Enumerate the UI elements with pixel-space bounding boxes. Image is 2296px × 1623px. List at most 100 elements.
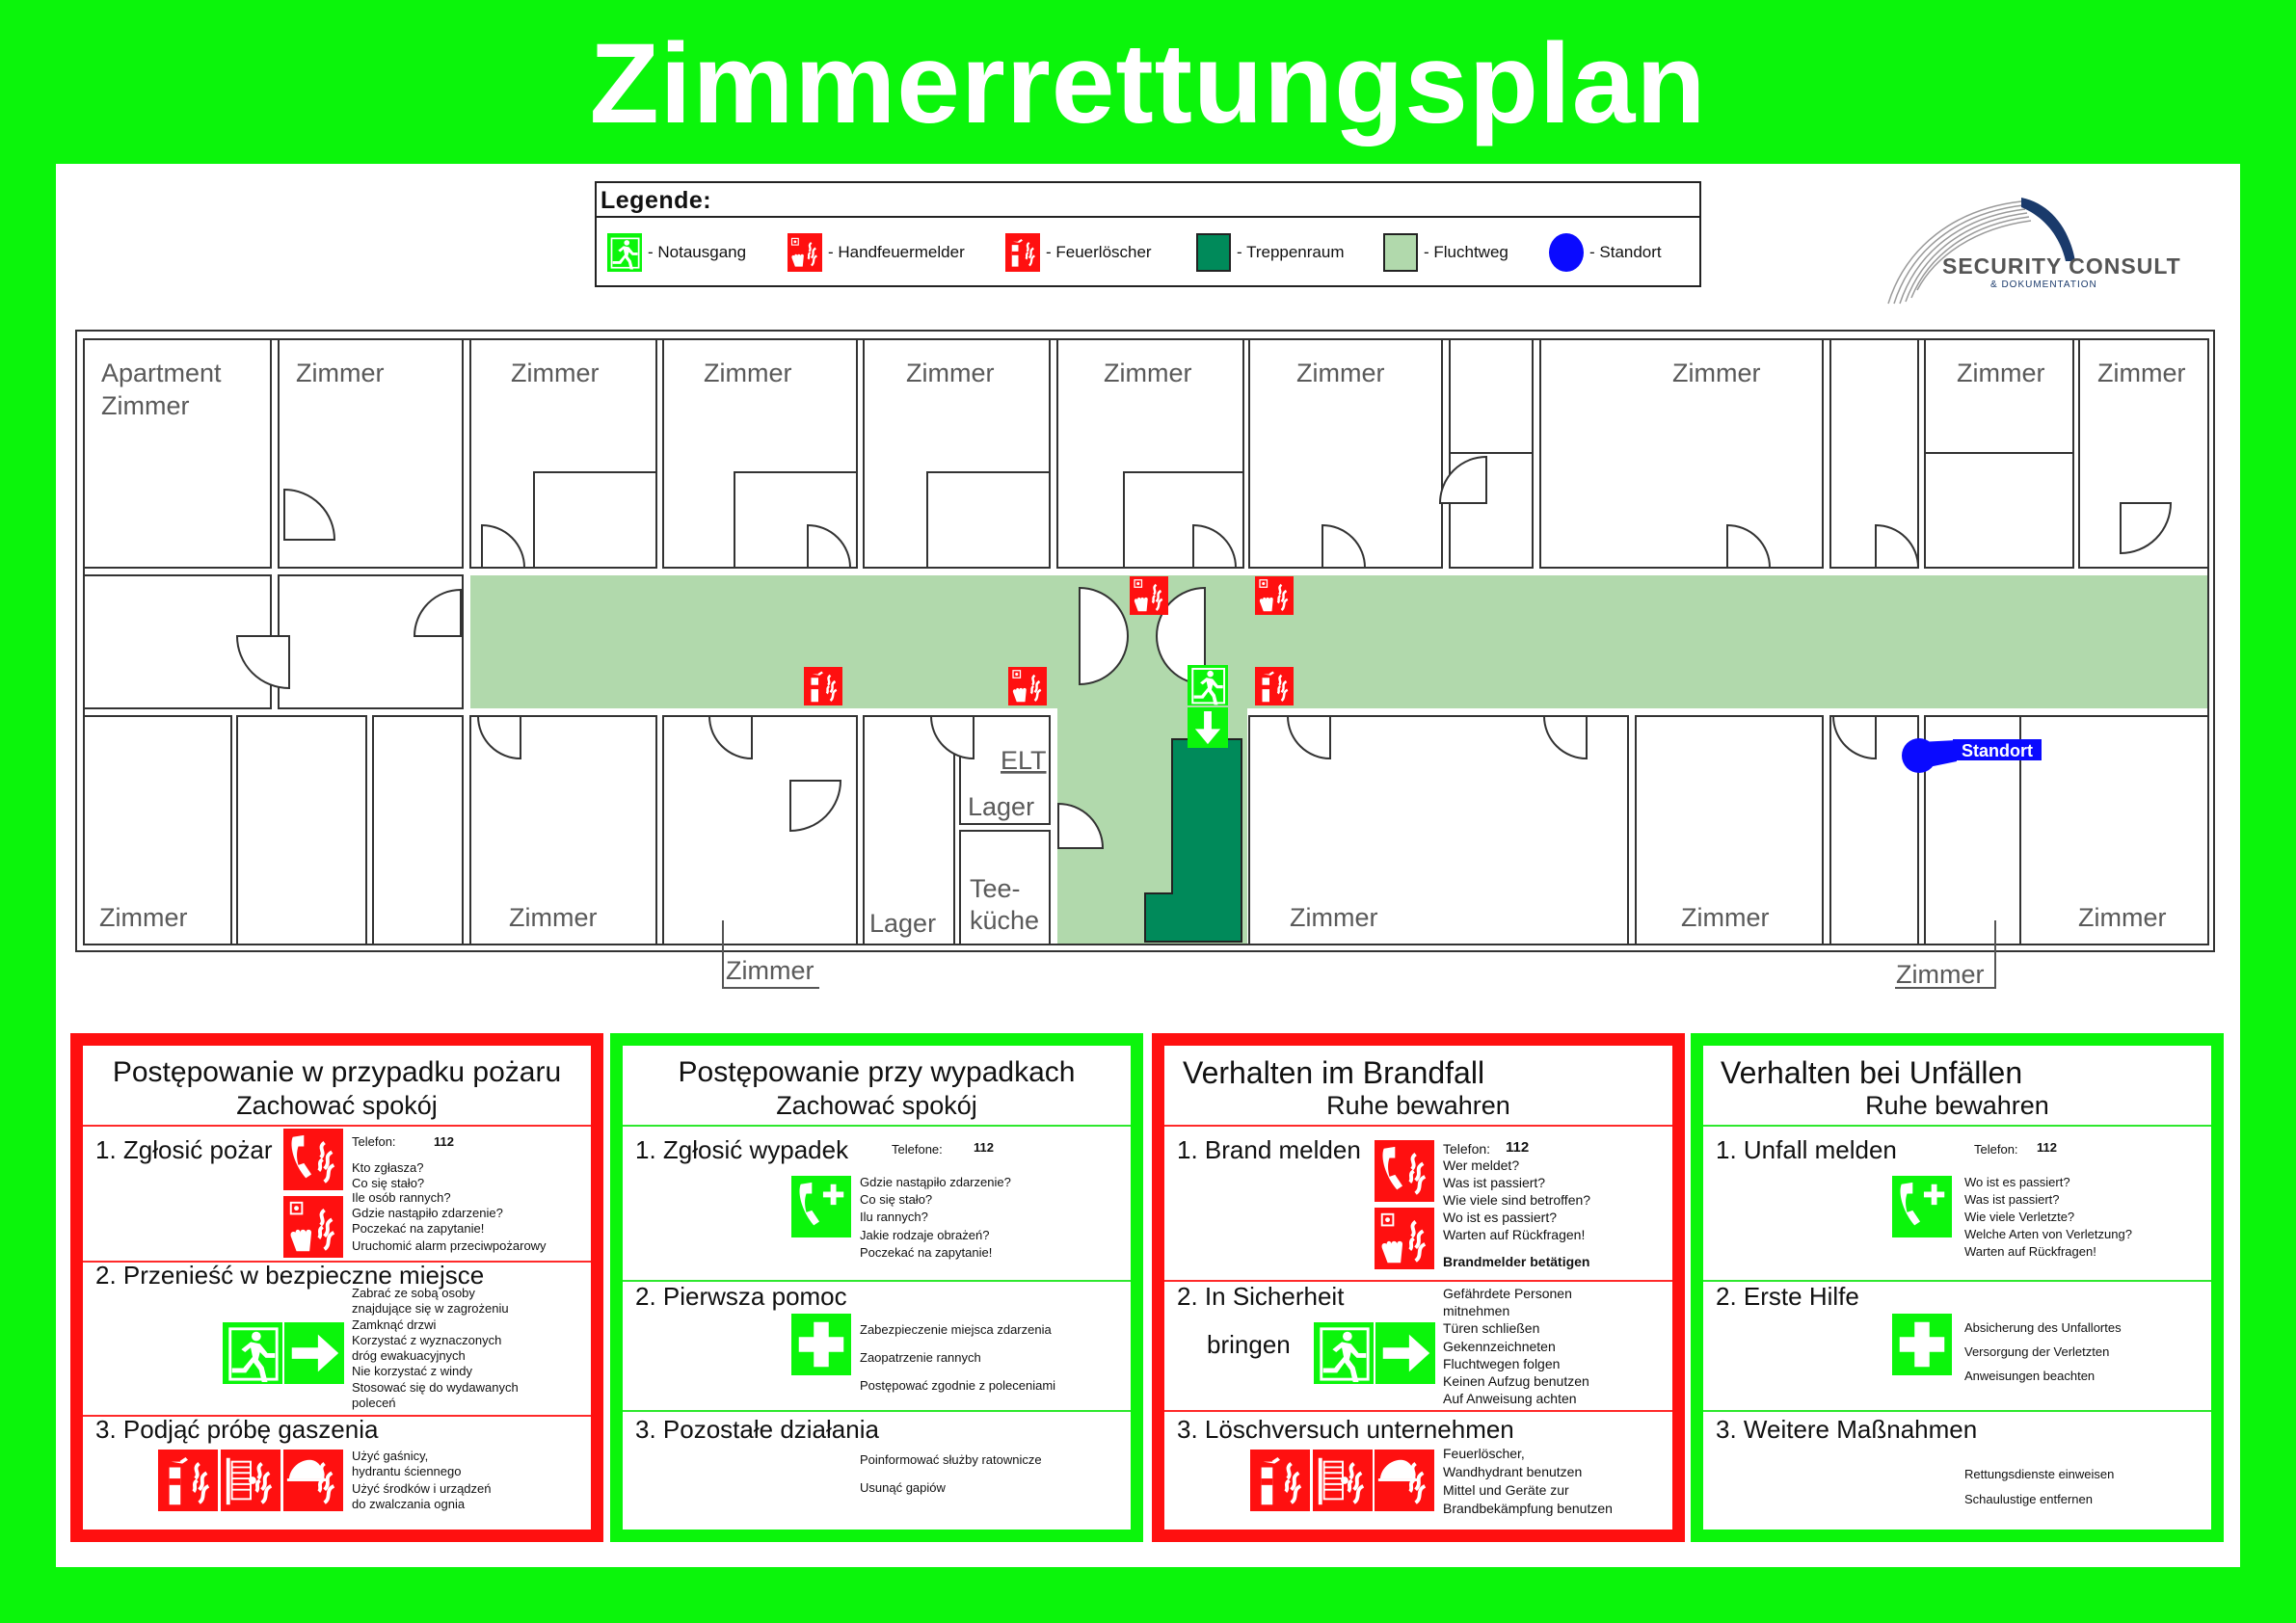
- first-aid-icon: [1892, 1314, 1952, 1375]
- panel-title: Postępowanie przy wypadkach: [678, 1056, 1076, 1088]
- escape-route-swatch: [1383, 233, 1418, 272]
- section-lines: Wo ist es passiert?Was ist passiert?Wie …: [1964, 1174, 2132, 1261]
- text-line: Zabrać ze sobą osoby: [352, 1286, 475, 1300]
- legend-divider: [597, 216, 1699, 218]
- divider: [1164, 1125, 1672, 1127]
- text-line: Co się stało?: [352, 1175, 425, 1190]
- text-line: Zabezpieczenie miejsca zdarzenia: [860, 1322, 1052, 1337]
- room: [469, 715, 657, 945]
- fire-hose-icon: [221, 1450, 280, 1511]
- section-heading: 1. Unfall melden: [1716, 1135, 1897, 1164]
- logo-subtitle: & DOKUMENTATION: [1990, 279, 2097, 290]
- text-line: Wer meldet?: [1443, 1157, 1520, 1173]
- room-label: Zimmer: [2078, 903, 2166, 932]
- room: [1123, 471, 1244, 569]
- fire-extinguisher-icon: [1250, 1450, 1310, 1511]
- phone-label: Telefon:: [1443, 1141, 1491, 1157]
- text-line: Usunąć gapiów: [860, 1480, 946, 1495]
- text-line: Postępować zgodnie z poleceniami: [860, 1378, 1056, 1393]
- room: [533, 471, 657, 569]
- door: [1079, 586, 1129, 686]
- divider: [83, 1261, 591, 1263]
- door: [481, 523, 526, 569]
- legend-label: - Handfeuermelder: [828, 243, 965, 261]
- room-label: Apartment: [101, 359, 222, 387]
- arrow-down-icon: [1188, 707, 1228, 748]
- room-label: Zimmer: [1296, 359, 1384, 387]
- text-line: Zaopatrzenie rannych: [860, 1350, 981, 1365]
- legend-item-feuerloescher: - Feuerlöscher: [1005, 233, 1152, 272]
- room-label: Tee-: [970, 874, 1021, 903]
- door: [1726, 523, 1772, 569]
- outer-wall: [75, 330, 2215, 952]
- panel-subtitle: Ruhe bewahren: [1326, 1091, 1510, 1120]
- door: [929, 715, 974, 760]
- fire-extinguisher-icon: [1005, 233, 1040, 272]
- text-line: Gekennzeichneten: [1443, 1338, 1556, 1354]
- section-heading: 1. Brand melden: [1177, 1135, 1361, 1164]
- text-line: Fluchtwegen folgen: [1443, 1355, 1561, 1371]
- text-line: Ilu rannych?: [860, 1210, 928, 1225]
- text-line: Anweisungen beachten: [1964, 1369, 2096, 1383]
- room: [372, 715, 464, 945]
- arrow-right-icon: [1375, 1322, 1435, 1384]
- section-heading: 2. In Sicherheit: [1177, 1282, 1345, 1311]
- divider: [623, 1280, 1131, 1282]
- door: [413, 588, 462, 637]
- legend-label: - Feuerlöscher: [1046, 243, 1152, 261]
- room-label: Lager: [968, 792, 1034, 821]
- fire-alarm-call-point-icon: [1375, 1208, 1434, 1269]
- fire-alarm-call-point-icon: [283, 1196, 343, 1258]
- emergency-phone-icon: [791, 1176, 851, 1237]
- divider: [1703, 1125, 2211, 1127]
- room: [662, 715, 858, 945]
- text-line: Użyć gaśnicy,: [352, 1449, 429, 1463]
- text-line: Użyć środków i urządzeń: [352, 1481, 492, 1496]
- panel-subtitle: Zachować spokój: [776, 1091, 977, 1120]
- panel-accident-pl: Postępowanie przy wypadkach Zachować spo…: [610, 1033, 1143, 1542]
- text-line: Stosować się do wydawanych: [352, 1379, 519, 1395]
- room-label: Zimmer: [511, 359, 599, 387]
- panel-title: Verhalten im Brandfall: [1183, 1055, 1485, 1090]
- room-label: küche: [970, 906, 1039, 935]
- fire-alarm-call-point-icon: [1255, 576, 1294, 615]
- panel-subtitle: Zachować spokój: [236, 1091, 438, 1120]
- text-line: Gdzie nastąpiło zdarzenie?: [860, 1175, 1011, 1189]
- door: [1542, 715, 1588, 760]
- text-line: Mittel und Geräte zur: [1443, 1482, 1569, 1498]
- divider: [1164, 1280, 1672, 1282]
- room-label: ELT: [1001, 746, 1047, 775]
- door: [1875, 523, 1920, 569]
- room-label: Zimmer: [101, 391, 189, 420]
- text-line: dróg ewakuacyjnych: [352, 1348, 466, 1364]
- section-heading: 3. Pozostałe działania: [635, 1415, 879, 1444]
- location-dot-icon: [1549, 233, 1584, 272]
- text-line: do zwalczania ognia: [352, 1497, 466, 1511]
- section-heading: 2. Erste Hilfe: [1716, 1282, 1859, 1311]
- security-consult-logo: SECURITY CONSULT & DOKUMENTATION: [1877, 190, 2180, 307]
- room-label: Zimmer: [1957, 359, 2044, 387]
- room-label: Zimmer: [1672, 359, 1760, 387]
- section-heading-cont: bringen: [1207, 1330, 1291, 1359]
- text-line: Nie korzystać z windy: [352, 1364, 472, 1379]
- text-line: Poczekać na zapytanie!: [860, 1244, 993, 1260]
- text-line: hydrantu ściennego: [352, 1464, 462, 1478]
- callout-label: Zimmer: [726, 956, 814, 985]
- fire-equipment-icon: [283, 1450, 343, 1511]
- legend-item-treppenraum: - Treppenraum: [1196, 233, 1345, 272]
- door: [789, 780, 842, 833]
- room: [278, 338, 464, 569]
- room: [1635, 715, 1824, 945]
- escape-route-corridor: [470, 575, 2208, 708]
- plan-symbols: Standort: [804, 576, 2042, 773]
- legend-heading: Legende:: [601, 187, 712, 214]
- room-label: Zimmer: [1290, 903, 1377, 932]
- door: [235, 635, 290, 690]
- room: [863, 715, 955, 945]
- room: [1829, 338, 1919, 569]
- text-line: Gdzie nastąpiło zdarzenie?: [352, 1206, 503, 1221]
- text-line: Jakie rodzaje obrażeń?: [860, 1227, 990, 1242]
- phone-number: 112: [2037, 1140, 2057, 1155]
- divider: [83, 1415, 591, 1417]
